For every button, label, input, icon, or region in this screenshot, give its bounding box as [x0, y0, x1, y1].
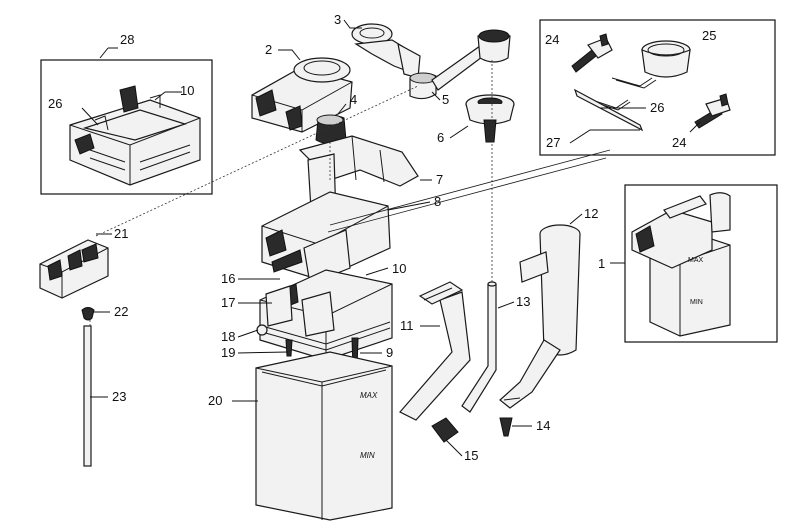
part-6-valve — [449, 94, 515, 143]
label-6: 6 — [437, 130, 444, 145]
label-10-center: 10 — [392, 261, 406, 276]
min-marking: MIN — [360, 451, 375, 460]
label-14: 14 — [536, 418, 550, 433]
label-9: 9 — [386, 345, 393, 360]
label-8: 8 — [434, 194, 441, 209]
part-labels: 1 2 3 4 5 6 7 8 9 10 10 11 12 13 14 15 1… — [48, 12, 716, 463]
label-25: 25 — [702, 28, 716, 43]
label-16: 16 — [221, 271, 235, 286]
part-8-housing-lid — [261, 191, 431, 285]
label-1: 1 — [598, 256, 605, 271]
label-23: 23 — [112, 389, 126, 404]
dashed-connectors — [89, 60, 611, 326]
part-20-water-tank: MAX MIN — [232, 351, 393, 521]
label-4: 4 — [350, 92, 357, 107]
label-3: 3 — [334, 12, 341, 27]
part-12-frame — [499, 213, 583, 409]
inset-box-1: MAX MIN — [610, 184, 778, 343]
label-11: 11 — [400, 318, 414, 333]
part-13-tube — [461, 281, 515, 413]
part-15-elbow — [431, 417, 463, 457]
label-28: 28 — [120, 32, 134, 47]
inset-box-28 — [40, 59, 213, 195]
part-10-base — [237, 267, 393, 371]
label-26-inset-left: 26 — [48, 96, 62, 111]
part-21-connector — [39, 233, 112, 299]
part-14-screw — [499, 417, 532, 437]
min-inset-marking: MIN — [690, 299, 703, 306]
part-5-fitting — [409, 29, 511, 101]
label-5: 5 — [442, 92, 449, 107]
label-26-inset-right: 26 — [650, 100, 664, 115]
label-13: 13 — [516, 294, 530, 309]
label-28-leader — [99, 47, 118, 59]
part-3-lever-arm — [343, 19, 421, 79]
label-21: 21 — [114, 226, 128, 241]
max-marking: MAX — [360, 391, 378, 400]
max-inset-marking: MAX — [688, 257, 704, 264]
label-19: 19 — [221, 345, 235, 360]
part-22-23-rod — [81, 307, 110, 467]
label-2: 2 — [265, 42, 272, 57]
label-24-top: 24 — [545, 32, 559, 47]
label-24-bottom: 24 — [672, 135, 686, 150]
label-15: 15 — [464, 448, 478, 463]
label-17: 17 — [221, 295, 235, 310]
label-27: 27 — [546, 135, 560, 150]
label-7: 7 — [436, 172, 443, 187]
label-10-inset: 10 — [180, 83, 194, 98]
part-11-guide — [399, 281, 471, 421]
label-18: 18 — [221, 329, 235, 344]
label-20: 20 — [208, 393, 222, 408]
label-22: 22 — [114, 304, 128, 319]
label-12: 12 — [584, 206, 598, 221]
inset-box-valves — [539, 19, 776, 156]
